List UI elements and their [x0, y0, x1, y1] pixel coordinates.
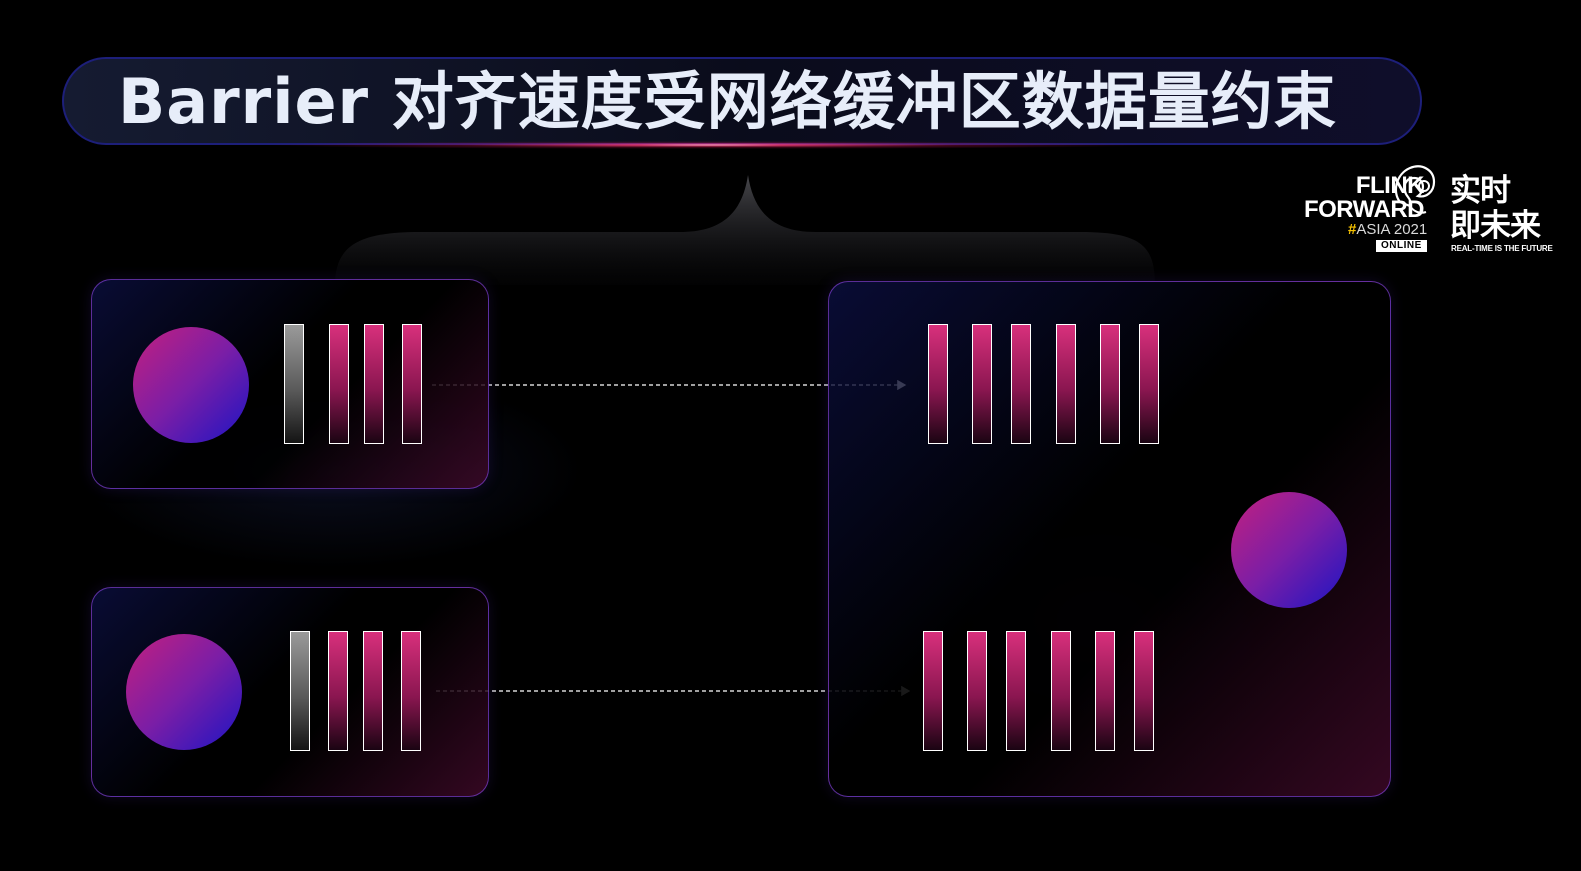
input-channel-buffer [967, 631, 987, 751]
squirrel-icon [1394, 165, 1436, 214]
data-buffer [401, 631, 421, 751]
barrier-buffer [284, 324, 304, 444]
input-channel-buffer [1056, 324, 1076, 444]
title-underline-glow [260, 141, 1160, 149]
data-buffer [328, 631, 348, 751]
brace-shape [335, 175, 1155, 285]
slide-title: Barrier 对齐速度受网络缓冲区数据量约束 [118, 65, 1337, 138]
logo-line-flink: FLINK [1355, 172, 1425, 199]
logo-cn-line2: 即未来 [1450, 208, 1541, 244]
logo-online-badge: ONLINE [1376, 240, 1427, 252]
input-channel-buffer [923, 631, 943, 751]
logo-chinese-slogan: 实时 即未来 [1450, 173, 1541, 244]
input-channel-buffer [928, 324, 948, 444]
data-buffer [364, 324, 384, 444]
input-channel-buffer [1011, 324, 1031, 444]
input-channel-buffer [1095, 631, 1115, 751]
logo-hash: # [1348, 221, 1357, 238]
logo-cn-line1: 实时 [1450, 173, 1511, 209]
data-buffer [402, 324, 422, 444]
barrier-buffer [290, 631, 310, 751]
flink-forward-logo: FLINK FORWARD #ASIA 2021 ONLINE 实时 即未来 R… [1288, 162, 1558, 262]
upstream-task-panel-2 [91, 587, 489, 797]
upstream-task-panel-1 [91, 279, 489, 489]
input-channel-buffer [1006, 631, 1026, 751]
logo-wordmark: FLINK FORWARD [1303, 172, 1425, 223]
data-buffer [329, 324, 349, 444]
logo-tagline: REAL-TIME IS THE FUTURE [1451, 244, 1553, 253]
input-channel-buffer [1134, 631, 1154, 751]
task-node [133, 327, 249, 443]
task-node [126, 634, 242, 750]
logo-line-forward: FORWARD [1303, 196, 1425, 223]
logo-event-name: ASIA 2021 [1356, 221, 1428, 238]
title-bar [62, 57, 1422, 145]
input-channel-buffer [1051, 631, 1071, 751]
data-buffer [363, 631, 383, 751]
task-node [1231, 492, 1347, 608]
downstream-task-panel [828, 281, 1391, 797]
input-channel-buffer [1139, 324, 1159, 444]
logo-event: #ASIA 2021 [1348, 222, 1427, 238]
input-channel-buffer [1100, 324, 1120, 444]
input-channel-buffer [972, 324, 992, 444]
